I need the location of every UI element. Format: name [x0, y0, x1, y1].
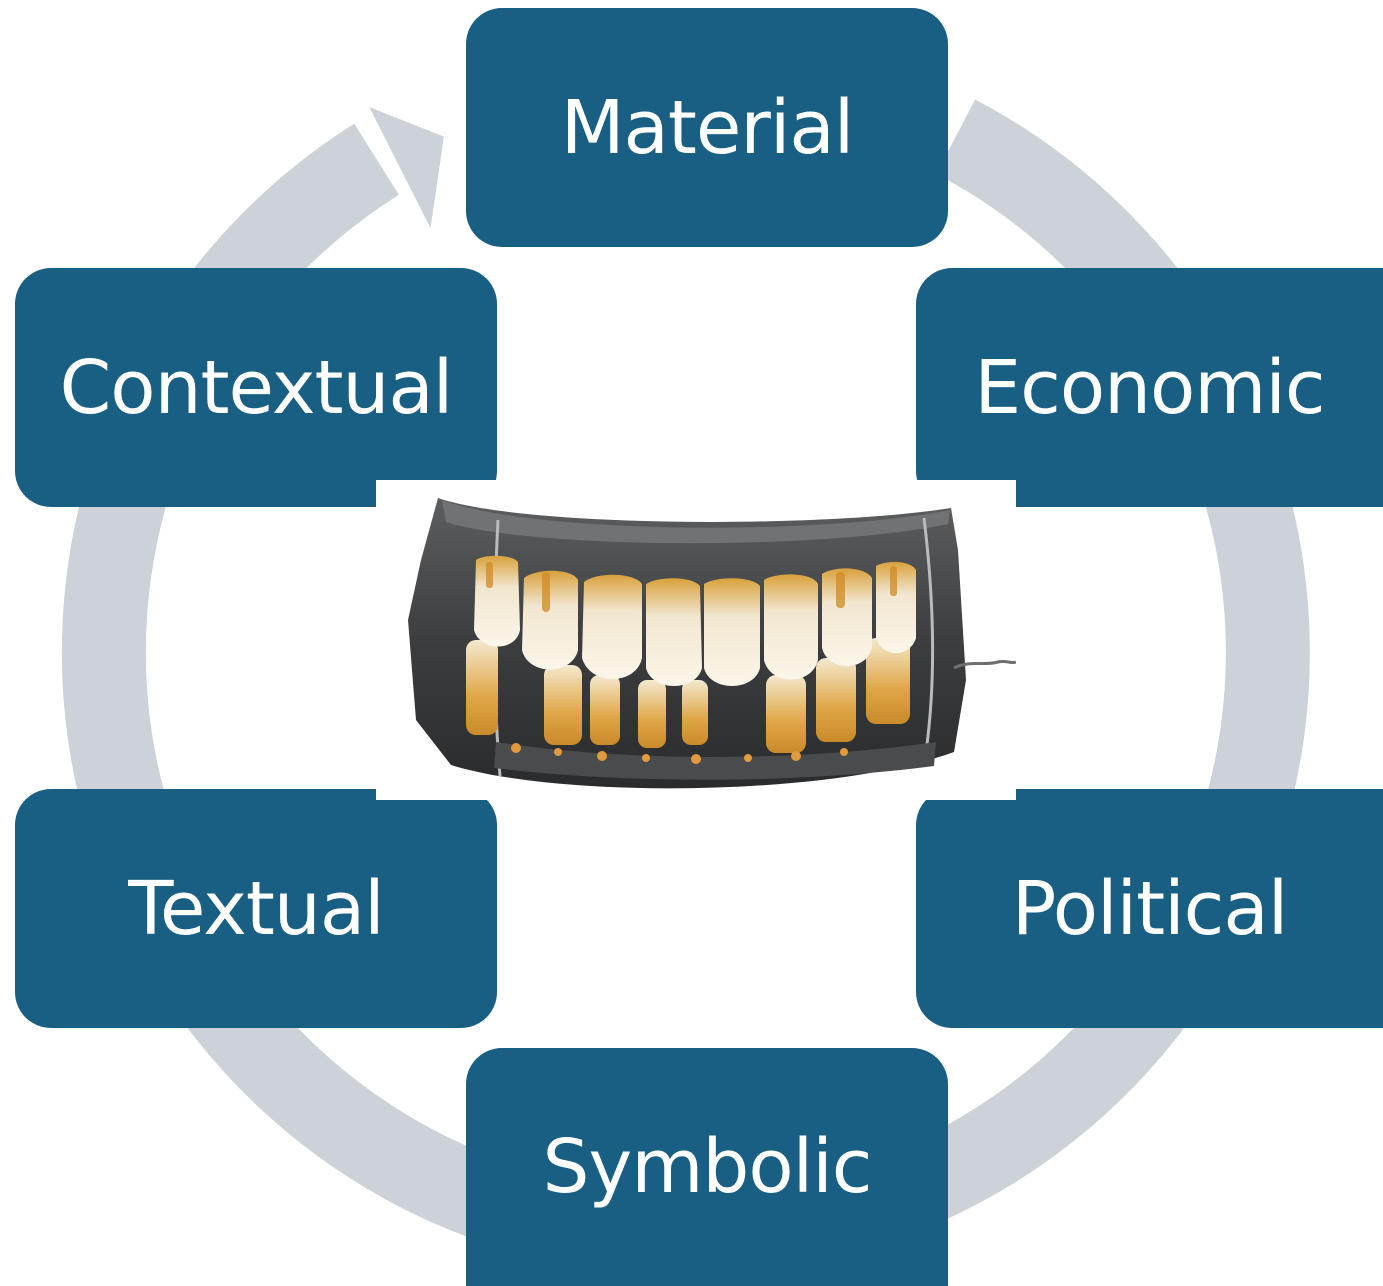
- node-contextual: Contextual: [15, 268, 497, 507]
- node-political: Political: [916, 789, 1383, 1028]
- dentures-illustration: [376, 480, 1016, 800]
- node-symbolic: Symbolic: [466, 1048, 948, 1286]
- node-economic-label: Economic: [974, 345, 1324, 431]
- node-material-label: Material: [561, 85, 854, 171]
- node-textual: Textual: [15, 789, 497, 1028]
- node-material: Material: [466, 8, 948, 247]
- node-economic: Economic: [916, 268, 1383, 507]
- node-political-label: Political: [1012, 866, 1288, 952]
- node-symbolic-label: Symbolic: [543, 1124, 872, 1210]
- node-textual-label: Textual: [128, 866, 383, 952]
- false-teeth-photo: [376, 480, 1016, 800]
- node-contextual-label: Contextual: [60, 345, 453, 431]
